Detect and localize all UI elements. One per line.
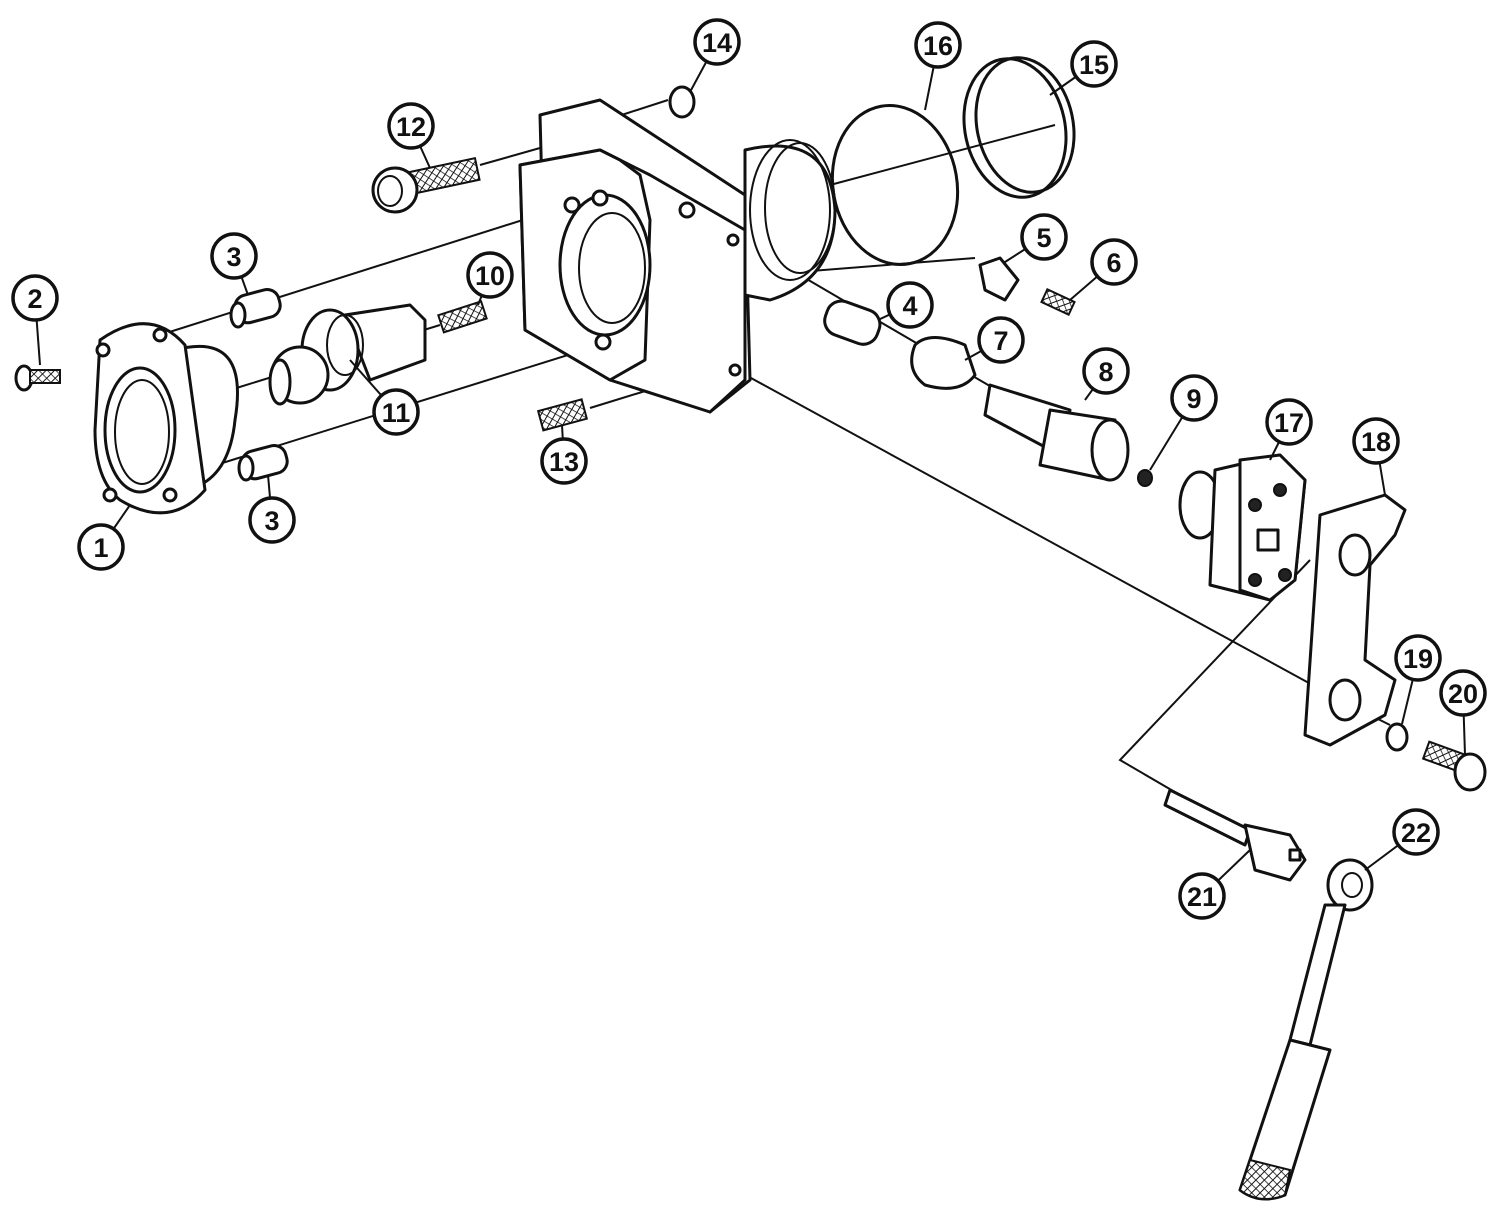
callout-circle [1265, 398, 1313, 446]
part-17-adapter [1178, 453, 1307, 602]
callout-number: 9 [1186, 384, 1201, 414]
part-20-screw [1421, 740, 1487, 792]
callout-number: 10 [475, 261, 505, 291]
callout-circle [372, 388, 420, 436]
part-11-valve [268, 303, 427, 406]
part-1-flange [93, 322, 239, 515]
callout-number: 18 [1361, 427, 1391, 457]
part-2-screw [14, 364, 61, 392]
callout-circle [1070, 40, 1118, 88]
callout-circle [1178, 872, 1226, 920]
callout-16: 16 [914, 21, 962, 111]
part-12-cap-screw [371, 156, 481, 214]
callout-number: 22 [1401, 818, 1431, 848]
part-16-o-ring [830, 103, 960, 267]
callout-13: 13 [540, 424, 588, 485]
part-19-washer [1385, 722, 1409, 752]
callout-circle [914, 21, 962, 69]
callout-circle [1439, 669, 1487, 717]
callout-circle [1394, 634, 1442, 682]
part-4-bushing [823, 299, 882, 346]
callout-7: 7 [964, 316, 1025, 364]
callout-20: 20 [1439, 669, 1487, 756]
part-6-screw [1040, 287, 1076, 317]
callout-21: 21 [1178, 849, 1251, 920]
part-15-ring [962, 56, 1076, 199]
callout-circle [11, 274, 59, 322]
callout-circle [1082, 347, 1130, 395]
callout-number: 13 [549, 447, 579, 477]
callout-circle [540, 437, 588, 485]
part-10-spring [437, 300, 488, 334]
callout-19: 19 [1394, 634, 1442, 725]
callout-number: 4 [902, 291, 917, 321]
part-9-ball [1137, 469, 1153, 487]
callout-circle [693, 18, 741, 66]
part-13-set-screw [536, 398, 589, 432]
callout-3: 3 [210, 232, 258, 296]
callout-17: 17 [1265, 398, 1313, 461]
callout-circle [248, 496, 296, 544]
callout-14: 14 [689, 18, 741, 93]
callout-number: 15 [1079, 50, 1109, 80]
callout-18: 18 [1352, 417, 1400, 496]
callout-circle [1090, 238, 1138, 286]
callout-22: 22 [1364, 808, 1440, 871]
callout-number: 1 [93, 533, 108, 563]
callout-number: 12 [396, 112, 426, 142]
part-7-split-ring [910, 336, 977, 390]
callout-8: 8 [1082, 347, 1130, 401]
callout-2: 2 [11, 274, 59, 366]
callout-circle [210, 232, 258, 280]
part-22-handle [1238, 858, 1374, 1201]
callout-6: 6 [1069, 238, 1138, 301]
callout-11: 11 [349, 359, 420, 436]
callout-number: 3 [226, 242, 241, 272]
part-5-clamp [978, 256, 1020, 302]
callout-circle [1170, 374, 1218, 422]
callout-5: 5 [1004, 213, 1068, 263]
callout-number: 16 [923, 31, 953, 61]
part-3-dowels [229, 287, 289, 482]
callout-number: 17 [1274, 408, 1304, 438]
callout-circle [466, 251, 514, 299]
callout-number: 5 [1036, 223, 1051, 253]
part-14-washer [668, 85, 696, 119]
part-21-key [1163, 788, 1307, 882]
callout-number: 8 [1098, 357, 1113, 387]
callout-number: 19 [1403, 644, 1433, 674]
callout-9: 9 [1149, 374, 1218, 471]
callout-number: 20 [1448, 679, 1478, 709]
callout-circle [1352, 417, 1400, 465]
main-housing [518, 98, 837, 414]
callout-number: 2 [27, 284, 42, 314]
callout-circle [886, 281, 934, 329]
callout-number: 11 [382, 398, 411, 428]
callout-15: 15 [1049, 40, 1118, 96]
callout-number: 14 [702, 28, 732, 58]
callout-number: 21 [1187, 882, 1217, 912]
part-18-plate [1303, 493, 1407, 747]
callout-10: 10 [466, 251, 514, 306]
callout-circle [1392, 808, 1440, 856]
callout-number: 7 [993, 326, 1008, 356]
callout-circle [1020, 213, 1068, 261]
callout-circle [77, 523, 125, 571]
callout-3: 3 [248, 474, 296, 544]
callout-4: 4 [877, 281, 934, 329]
callout-1: 1 [77, 504, 131, 571]
callout-number: 3 [264, 506, 279, 536]
callout-12: 12 [387, 102, 435, 169]
callout-circle [387, 102, 435, 150]
callout-circle [977, 316, 1025, 364]
part-8-shaft [983, 383, 1130, 482]
callout-number: 6 [1106, 248, 1121, 278]
